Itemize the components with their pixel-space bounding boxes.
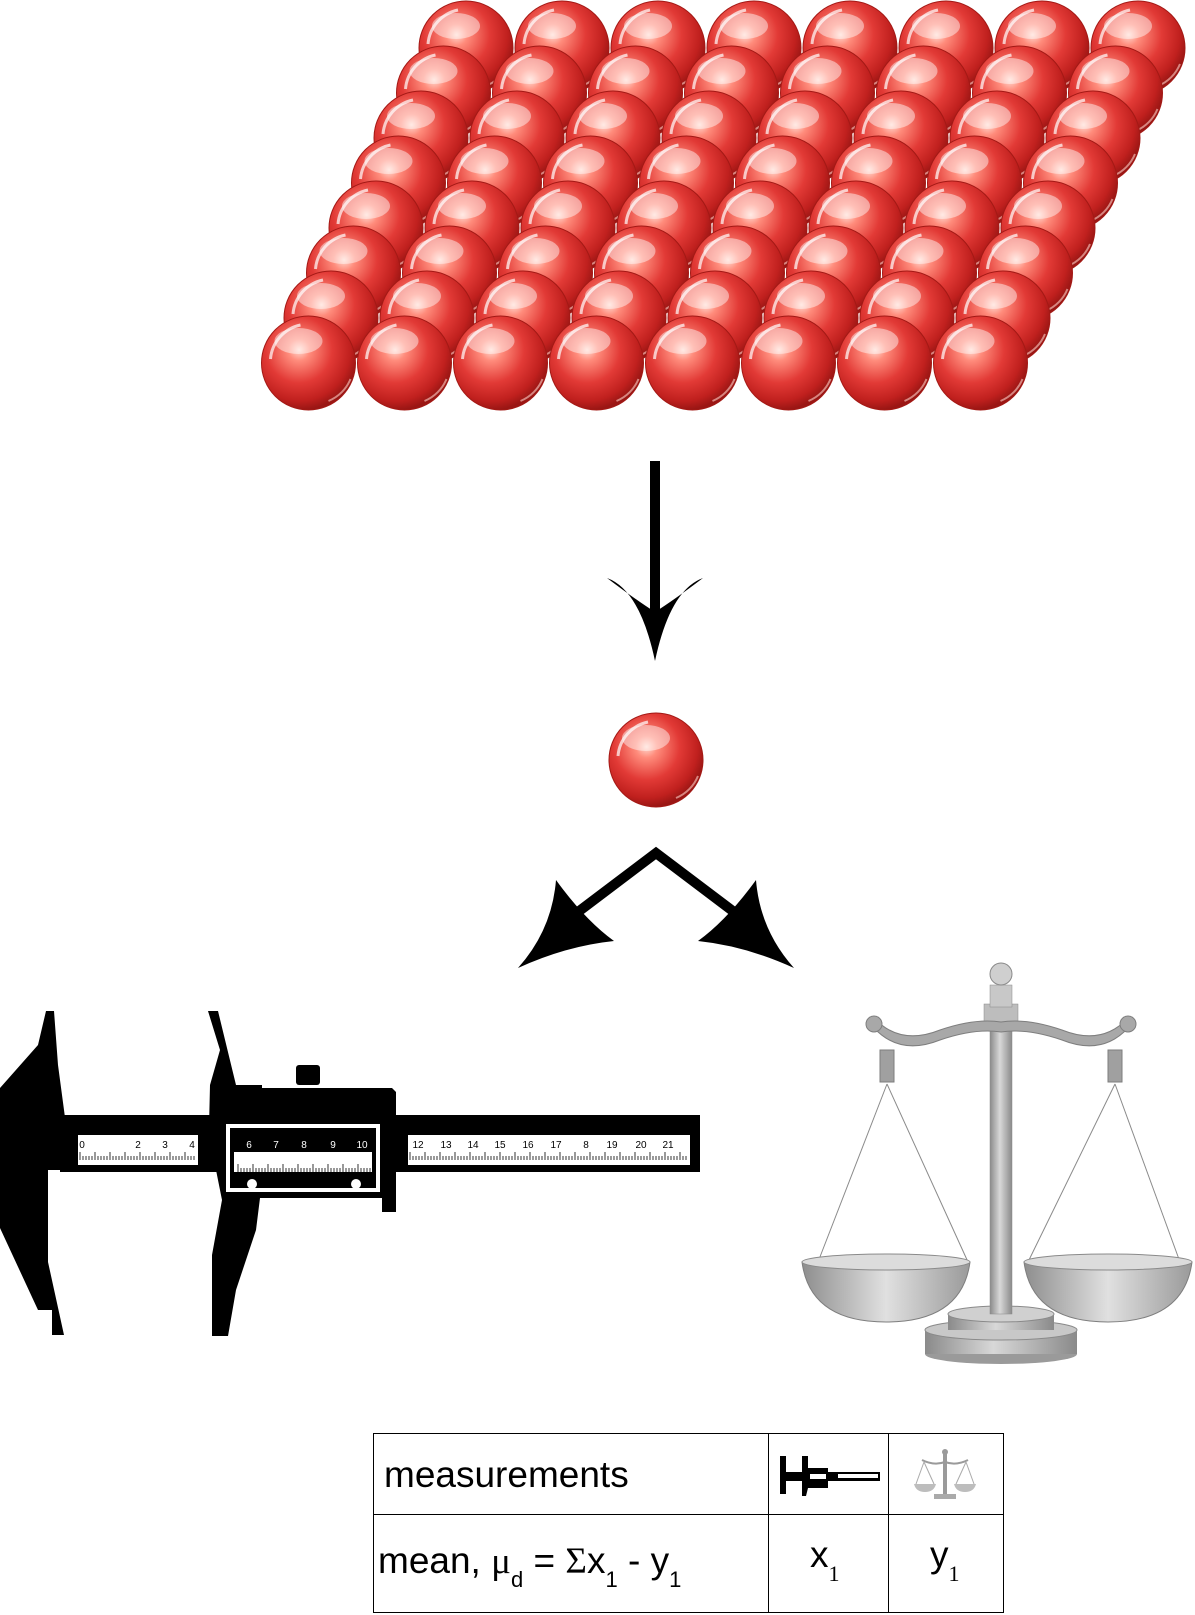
scale-value: y1	[930, 1534, 960, 1586]
caliper-scale-number: 14	[467, 1140, 479, 1151]
caliper-scale-number: 19	[606, 1140, 618, 1151]
balance-scale-icon	[801, 962, 1193, 1364]
sphere	[548, 314, 645, 412]
caliper-scale-number: 0	[79, 1140, 85, 1151]
caliper-scale-number: 10	[356, 1140, 368, 1151]
table-col-divider	[888, 1434, 889, 1612]
split-arrow	[518, 846, 794, 968]
down-arrow	[607, 461, 703, 661]
sphere	[452, 314, 549, 412]
caliper-scale-number: 6	[246, 1140, 252, 1151]
table-header-label: measurements	[384, 1454, 629, 1495]
caliper-scale-number: 16	[522, 1140, 534, 1151]
sphere	[836, 314, 933, 412]
sphere	[740, 314, 837, 412]
sphere	[356, 314, 453, 412]
caliper-scale-number: 15	[494, 1140, 506, 1151]
caliper-scale-number: 3	[162, 1140, 168, 1151]
caliper-scale-number: 21	[662, 1140, 674, 1151]
caliper-scale-number: 9	[330, 1140, 336, 1151]
caliper-value: x1	[810, 1534, 840, 1586]
scale-mini-icon	[904, 1446, 986, 1504]
caliper-scale-number: 2	[135, 1140, 141, 1151]
sphere-lattice	[260, 0, 1187, 412]
table-col-divider	[768, 1434, 769, 1612]
caliper-scale-number: 4	[189, 1140, 195, 1151]
caliper-scale-number: 13	[440, 1140, 452, 1151]
single-sphere	[607, 711, 705, 809]
caliper-scale-number: 8	[301, 1140, 307, 1151]
measurements-table: measurements mean, μd = Σx1 - y1 x1	[373, 1433, 1004, 1613]
sphere	[260, 314, 357, 412]
sphere	[932, 314, 1029, 412]
caliper-scale-number: 17	[550, 1140, 562, 1151]
caliper-mini-icon	[778, 1444, 882, 1504]
caliper-scale-number: 12	[412, 1140, 424, 1151]
table-row-divider	[374, 1514, 1003, 1515]
caliper-scale-number: 8	[583, 1140, 589, 1151]
mean-formula: mean, μd = Σx1 - y1	[378, 1540, 682, 1592]
caliper-scale-number: 20	[635, 1140, 647, 1151]
sphere	[644, 314, 741, 412]
caliper-icon: 0 2 3 4 6 7 8 9 10 12 13 14 15 16 17 8 19 20 21	[0, 1011, 700, 1336]
caliper-scale-number: 7	[273, 1140, 279, 1151]
